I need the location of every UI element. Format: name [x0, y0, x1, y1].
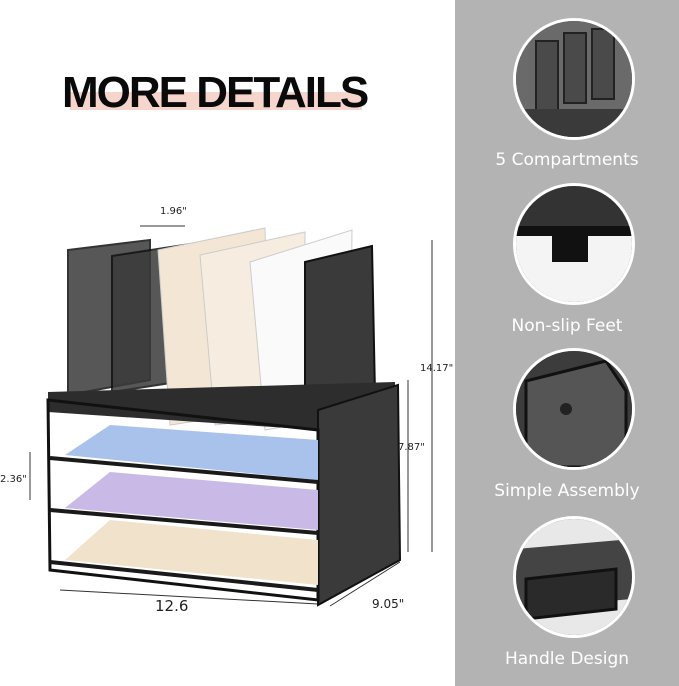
total-height-dimension: 14.17" — [420, 363, 454, 374]
features-panel: 5 Compartments Non-slip Feet Simple Asse… — [455, 0, 679, 686]
page-title: MORE DETAILS — [62, 68, 369, 117]
compartments-icon — [513, 18, 635, 140]
assembly-icon — [513, 348, 635, 470]
feature-label: 5 Compartments — [495, 150, 639, 170]
depth-dimension: 9.05" — [372, 597, 405, 611]
feature-label: Simple Assembly — [494, 481, 640, 501]
feature-label: Handle Design — [504, 649, 630, 669]
title-highlight — [70, 92, 362, 110]
tray-spacing-dimension: 2.36" — [0, 474, 27, 485]
handle-icon — [513, 516, 635, 638]
width-dimension: 12.6 — [155, 597, 189, 615]
divider-gap-dimension: 1.96" — [160, 206, 187, 217]
tray-height-dimension: 7.87" — [398, 442, 425, 453]
desk-organizer-image — [29, 225, 433, 607]
feet-icon — [513, 183, 635, 305]
feature-label: Non-slip Feet — [511, 316, 623, 336]
